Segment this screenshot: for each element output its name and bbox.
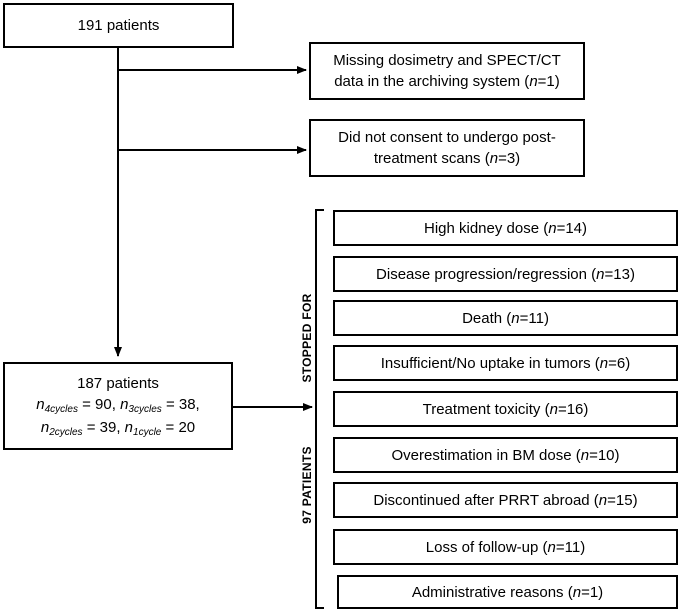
initial-patients-text: 191 patients: [77, 17, 160, 34]
reason-text: Disease progression/regression (: [376, 265, 597, 283]
reason-box: Disease progression/regression (n=13): [333, 256, 678, 292]
missing-dosimetry-box: Missing dosimetry and SPECT/CT data in t…: [309, 42, 585, 100]
reason-text: Treatment toxicity (: [422, 400, 550, 418]
remaining-patients-box: 187 patients n4cycles = 90, n3cycles = 3…: [3, 362, 233, 450]
patients-count-label: 97 PATIENTS: [300, 446, 314, 524]
reason-box: Death (n=11): [333, 300, 678, 336]
reason-box: Overestimation in BM dose (n=10): [333, 437, 678, 473]
reason-text: Discontinued after PRRT abroad (: [373, 491, 599, 509]
reason-text: Loss of follow-up (: [425, 538, 548, 556]
cycles-row-2: n2cycles = 39, n1cycle = 20: [40, 418, 196, 438]
reason-count: =11): [519, 309, 549, 327]
reason-box: Treatment toxicity (n=16): [333, 391, 678, 427]
reason-text: Death (: [462, 309, 512, 327]
no-consent-line2: treatment scans (: [373, 150, 490, 167]
reason-count: =15): [607, 491, 638, 509]
stopped-for-label: STOPPED FOR: [300, 293, 314, 383]
missing-dosimetry-count: =1): [537, 73, 560, 90]
reason-box: High kidney dose (n=14): [333, 210, 678, 246]
no-consent-n: n: [489, 150, 499, 167]
reason-count: =11): [555, 538, 586, 556]
reason-count: =13): [604, 265, 635, 283]
reason-text: High kidney dose (: [423, 219, 549, 237]
no-consent-box: Did not consent to undergo post- treatme…: [309, 119, 585, 177]
reason-box: Administrative reasons (n=1): [337, 575, 678, 609]
reason-text: Overestimation in BM dose (: [391, 446, 581, 464]
reason-text: Administrative reasons (: [411, 583, 573, 601]
reason-count: =1): [581, 583, 604, 601]
reason-box: Insufficient/No uptake in tumors (n=6): [333, 345, 678, 381]
reasons-bracket: [315, 209, 324, 609]
missing-dosimetry-line2: data in the archiving system (: [334, 73, 530, 90]
initial-patients-box: 191 patients: [3, 3, 234, 48]
reason-count: =14): [556, 219, 588, 237]
missing-dosimetry-line1: Missing dosimetry and SPECT/CT: [333, 52, 561, 69]
missing-dosimetry-n: n: [529, 73, 538, 90]
reason-box: Discontinued after PRRT abroad (n=15): [333, 482, 678, 518]
reason-count: =6): [608, 354, 631, 372]
reason-count: =16): [557, 400, 589, 418]
reason-box: Loss of follow-up (n=11): [333, 529, 678, 565]
no-consent-line1: Did not consent to undergo post-: [338, 129, 556, 146]
remaining-patients-title: 187 patients: [77, 374, 159, 392]
cycles-row-1: n4cycles = 90, n3cycles = 38,: [36, 395, 200, 415]
reason-text: Insufficient/No uptake in tumors (: [380, 354, 600, 372]
no-consent-count: =3): [498, 150, 521, 167]
reason-count: =10): [589, 446, 620, 464]
